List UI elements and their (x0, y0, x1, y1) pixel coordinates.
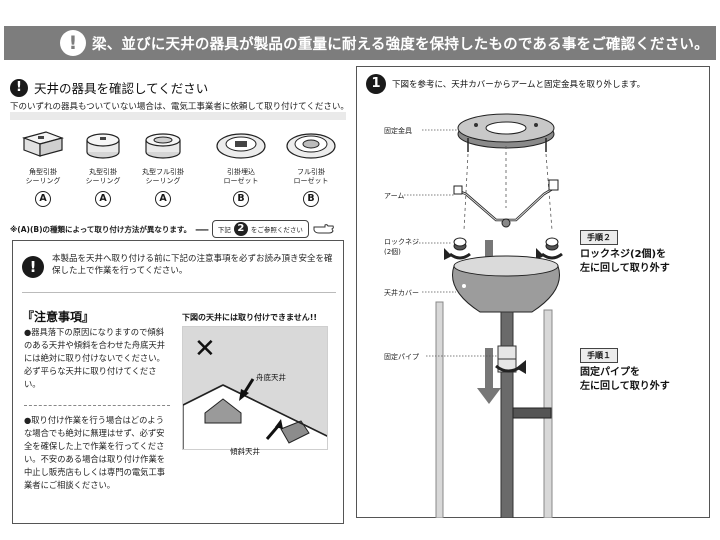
step1-badge: 手順１ (580, 348, 618, 363)
fixture-shelf (10, 112, 346, 120)
warning-header: ! 本製品を天井へ取り付ける前に下記の注意事項を必ずお読み頂き安全を確保した上で… (22, 254, 338, 278)
left-heading-text: 天井の器具を確認してください (34, 81, 209, 96)
grade-badge: B (233, 191, 249, 207)
left-subtext: 下のいずれの器具もついていない場合は、電気工事業者に依頼して取り付けてください。 (10, 102, 348, 112)
fixture-label: フル引掛ローゼット (293, 168, 329, 185)
label-mounting-bracket: 固定金具 (384, 127, 412, 135)
step1-text: 固定パイプを左に回して取り外す (580, 367, 670, 392)
step-number-badge: 1 (366, 74, 386, 94)
fixture-square-ceiling: 角型引掛シーリング A (12, 126, 74, 207)
caution-title: 『注意事項』 (22, 310, 95, 324)
fixture-label: 丸型引掛シーリング (85, 168, 121, 185)
top-banner: ! 梁、並びに天井の器具が製品の重量に耐える強度を保持したものである事をご確認く… (4, 26, 716, 60)
exclamation-icon: ! (10, 78, 28, 97)
exclamation-icon: ! (60, 30, 86, 56)
method-note: ※(A)(B)の種類によって取り付け方法が異なります。 ------ 下記 2 … (10, 220, 335, 238)
grade-badge: A (155, 191, 171, 207)
caution-item: ●取り付け作業を行う場合はどのような場合でも絶対に無理はせず、必ず安全を確保した… (24, 405, 170, 492)
fixture-label: 角型引掛シーリング (25, 168, 61, 185)
full-rosette-icon (286, 133, 336, 159)
right-panel (356, 66, 710, 518)
round-full-ceiling-icon (145, 133, 181, 159)
pointing-hand-icon (313, 224, 334, 234)
banner-text: 梁、並びに天井の器具が製品の重量に耐える強度を保持したものである事をご確認くださ… (92, 36, 709, 53)
caution-item: ●器具落下の原因になりますので傾斜のある天井や傾斜を合わせた舟底天井には絶対に取… (24, 327, 166, 389)
right-heading: 1 下図を参考に、天井カバーからアームと固定金具を取り外します。 (366, 74, 645, 94)
ref-number: 2 (233, 222, 248, 236)
label-sloped-ceiling: 傾斜天井 (230, 447, 260, 456)
prohibited-illustration (182, 326, 328, 450)
warning-box (12, 240, 344, 524)
left-heading: ! 天井の器具を確認してください (10, 78, 208, 97)
reference-box: 下記 2 をご参照ください (211, 220, 309, 238)
prohibited-x-icon: ✕ (194, 334, 216, 364)
disassembly-diagram (404, 113, 563, 518)
grade-badge: A (95, 191, 111, 207)
fixture-round-full-ceiling: 丸型フル引掛シーリング A (132, 126, 194, 207)
fixture-label: 丸型フル引掛シーリング (142, 168, 184, 185)
fixture-label: 引掛埋込ローゼット (223, 168, 259, 185)
exclamation-icon: ! (22, 256, 44, 278)
step2-badge: 手順２ (580, 230, 618, 245)
ref-suffix: をご参照ください (250, 226, 303, 234)
label-arm: アーム (384, 192, 405, 200)
round-ceiling-icon (86, 133, 120, 159)
grade-badge: A (35, 191, 51, 207)
method-note-text: ※(A)(B)の種類によって取り付け方法が異なります。 (10, 224, 192, 234)
label-boat-ceiling: 舟底天井 (256, 373, 286, 382)
label-lock-screw: ロックネジ(2個) (384, 238, 419, 256)
fixture-full-rosette: フル引掛ローゼット B (280, 126, 342, 207)
label-ceiling-cover: 天井カバー (384, 289, 419, 297)
grade-badge: B (303, 191, 319, 207)
embedded-rosette-icon (216, 133, 266, 159)
warning-text: 本製品を天井へ取り付ける前に下記の注意事項を必ずお読み頂き安全を確保した上で作業… (52, 254, 333, 276)
caution-list: ●器具落下の原因になりますので傾斜のある天井や傾斜を合わせた舟底天井には絶対に取… (24, 326, 170, 506)
right-heading-text: 下図を参考に、天井カバーからアームと固定金具を取り外します。 (392, 80, 646, 90)
label-fixing-pipe: 固定パイプ (384, 353, 419, 361)
fixture-row: 角型引掛シーリング A 丸型引掛シーリング A 丸型フル引掛シーリング A (10, 126, 346, 212)
ref-prefix: 下記 (217, 226, 231, 234)
divider (22, 292, 336, 293)
fixture-round-ceiling: 丸型引掛シーリング A (72, 126, 134, 207)
dashed-leader: ------ (195, 224, 209, 234)
prohibited-title: 下図の天井には取り付けできません!! (182, 313, 318, 322)
fixture-embedded-rosette: 引掛埋込ローゼット B (210, 126, 272, 207)
square-ceiling-icon (22, 131, 64, 157)
step2-text: ロックネジ(2個)を左に回して取り外す (580, 249, 670, 274)
sloped-ceiling-illustration (183, 378, 327, 449)
